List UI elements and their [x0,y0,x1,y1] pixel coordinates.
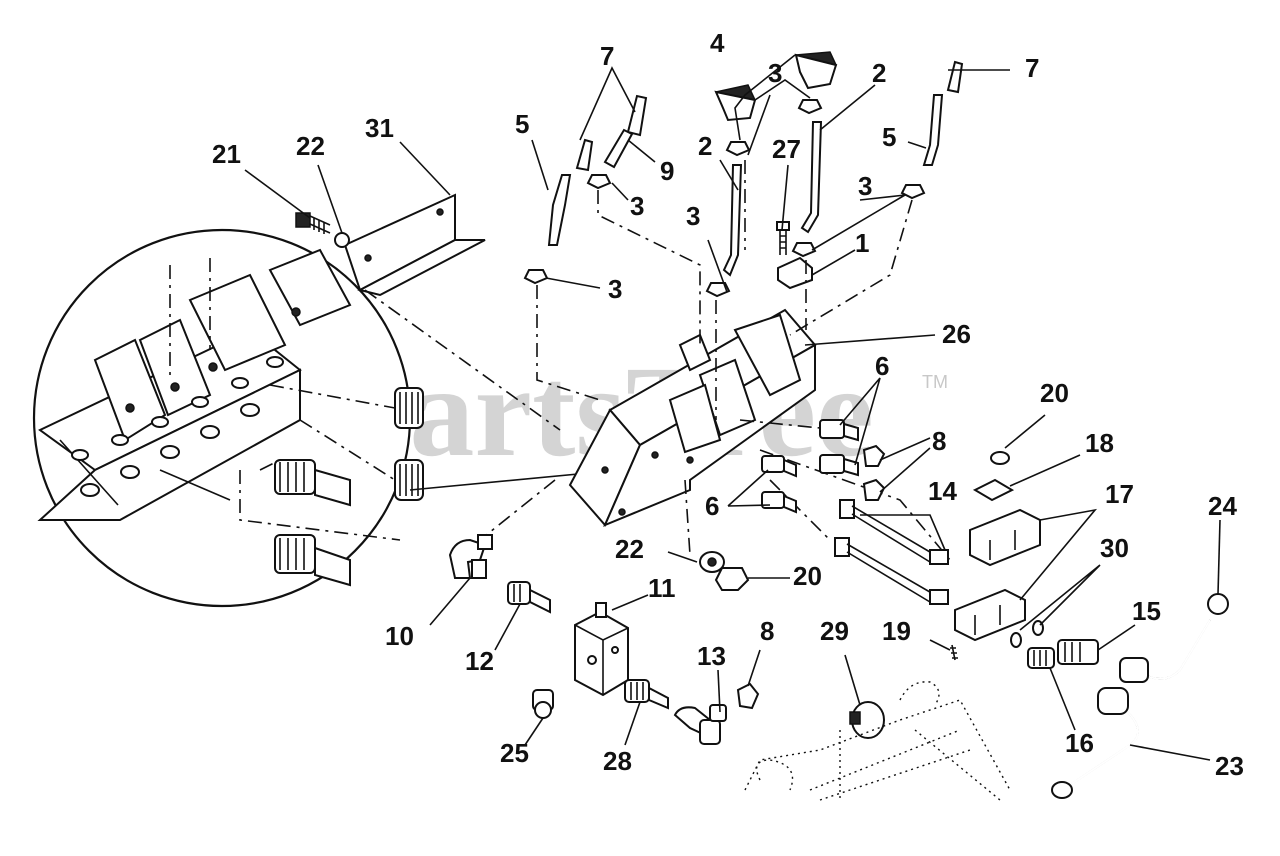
callout-3-c: 3 [686,201,700,231]
fitting-25 [532,689,554,719]
callout-17: 17 [1105,479,1134,509]
callout-19: 19 [882,616,911,646]
hose-14-upper [839,499,949,565]
callout-8-lower: 8 [760,616,774,646]
knob-4-right [794,51,838,90]
callout-3-d: 3 [768,58,782,88]
adapter-16 [1027,647,1055,669]
callout-6-lower: 6 [705,491,719,521]
cap-8-c [736,682,760,710]
grip-7-left [575,138,594,172]
callout-3-e: 3 [858,171,872,201]
handle-5-left [547,174,572,246]
callout-5-left: 5 [515,109,529,139]
callout-13: 13 [697,641,726,671]
plate-18 [972,478,1015,502]
elbow-10 [448,534,493,579]
callout-5-right: 5 [882,122,896,152]
detail-fitting-middle [394,459,424,501]
bolt-21 [295,212,331,234]
callout-18: 18 [1085,428,1114,458]
o-ring-30-a [1010,632,1022,648]
knob-4-left [714,84,757,122]
callout-1: 1 [855,228,869,258]
grip-7-right [946,60,964,94]
callout-16: 16 [1065,728,1094,758]
callout-12: 12 [465,646,494,676]
nut-3-d [705,282,731,298]
block-1 [777,256,813,290]
frame-outline [744,681,1011,801]
callout-20-top: 20 [1040,378,1069,408]
block-11 [574,602,629,697]
coupler-15 [1057,639,1099,665]
watermark-tm: TM [922,372,948,392]
callout-30: 30 [1100,533,1129,563]
bracket-31 [343,193,486,297]
plug-29 [849,701,885,739]
callout-10: 10 [385,621,414,651]
callout-11: 11 [648,573,676,603]
leader-lines [244,54,1221,761]
cap-8-b [862,478,886,501]
callout-29: 29 [820,616,849,646]
callout-3-b: 3 [608,274,622,304]
grip-7-left-top [626,94,648,137]
nut-3-g [791,242,817,258]
callout-22-top: 22 [296,131,325,161]
rod-2-center [722,164,743,277]
hose-24 [1119,593,1229,683]
fitting-12 [507,581,551,614]
callout-8-upper: 8 [932,426,946,456]
detail-barb-fitting-lower [274,534,351,587]
callout-22-bottom: 22 [615,534,644,564]
pin-19 [950,644,958,661]
fitting-6-lower-b [761,491,797,514]
washer-20-top [990,451,1010,465]
callout-4: 4 [710,28,725,58]
callout-7-left: 7 [600,41,614,71]
detail-magnifier-circle [32,228,424,608]
fitting-6-lower-a [761,455,797,478]
nut-3-c [725,141,751,157]
callout-15: 15 [1132,596,1161,626]
nut-3-b [523,269,549,285]
nut-3-f [900,184,926,200]
callout-2-center: 2 [698,131,712,161]
callout-31: 31 [365,113,394,143]
clamp-17-lower [954,588,1026,642]
detail-fitting-top [394,387,424,429]
cap-8-a [862,444,886,467]
handle-5-right [922,94,944,166]
nut-20-bottom [714,567,750,591]
washer-22-top [334,232,350,248]
valve-block-26 [568,308,817,527]
rod-2-right [800,121,823,234]
callout-21: 21 [212,139,241,169]
nut-3-a [586,174,612,190]
callout-26: 26 [942,319,971,349]
hose-14-lower [834,537,949,605]
callout-28: 28 [603,746,632,776]
detail-barb-fitting-upper [274,459,351,507]
grip-9 [603,128,634,169]
callout-7-right: 7 [1025,53,1039,83]
callout-6-upper: 6 [875,351,889,381]
callout-2-right: 2 [872,58,886,88]
callout-24: 24 [1208,491,1237,521]
callout-23: 23 [1215,751,1244,781]
nut-3-e [797,99,823,115]
callout-27: 27 [772,134,801,164]
clamp-17-upper [969,508,1041,567]
fitting-6-upper-a [819,419,859,442]
callout-9: 9 [660,156,674,186]
callout-3-a: 3 [630,191,644,221]
fitting-6-upper-b [819,454,859,477]
fitting-28 [624,679,669,710]
callout-14: 14 [928,476,957,506]
elbow-13 [673,704,727,745]
callout-25: 25 [500,738,529,768]
callout-20-bottom: 20 [793,561,822,591]
